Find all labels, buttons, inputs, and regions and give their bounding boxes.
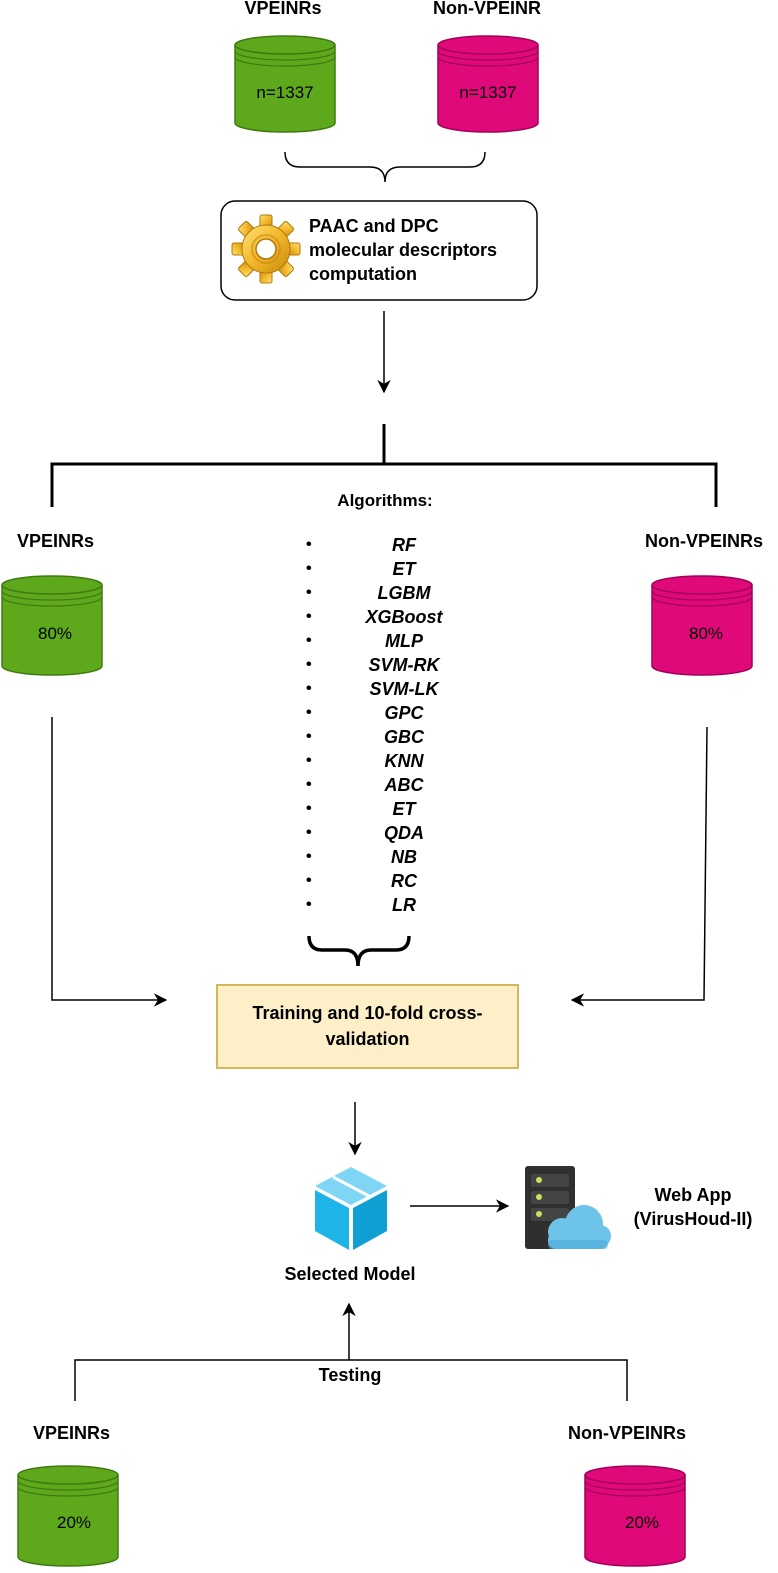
algorithm-name: RF (392, 535, 416, 555)
algorithm-name: ABC (384, 775, 424, 795)
cube-icon (315, 1167, 387, 1250)
algorithm-name: NB (391, 847, 417, 867)
algorithm-item: MLP (306, 629, 474, 653)
algorithm-name: SVM-RK (368, 655, 440, 675)
train-vpeinr-title: VPEINRs (17, 531, 95, 551)
top-vpeinr-title: VPEINRs (244, 0, 322, 18)
algorithm-item: QDA (306, 821, 474, 845)
algorithm-item: GPC (306, 701, 474, 725)
train-non-vpeinr-database-icon (651, 575, 753, 676)
testing-bracket (74, 1359, 628, 1401)
algorithm-item: SVM-RK (306, 653, 474, 677)
top-non-vpeinr-database-icon (437, 35, 539, 133)
train-non-vpeinr-title: Non-VPEINRs (645, 531, 764, 551)
test-vpeinr-title: VPEINRs (33, 1423, 111, 1443)
algorithm-name: RC (391, 871, 417, 891)
arrow-left-to-training (51, 717, 168, 1007)
algorithm-name: QDA (384, 823, 424, 843)
arrow-right-to-training (570, 726, 708, 1007)
merge-brace (284, 151, 486, 183)
algorithm-name: XGBoost (365, 607, 443, 627)
algorithm-name: SVM-LK (369, 679, 439, 699)
train-vpeinr-pct: 80% (37, 624, 73, 643)
algorithms-list: RF ET LGBM XGBoostMLP SVM-RK SVM-LK GPC GBC KNN A… (306, 533, 474, 917)
algorithm-item: GBC (306, 725, 474, 749)
test-non-vpeinr-pct: 20% (624, 1513, 660, 1532)
algorithm-item: ET (306, 557, 474, 581)
gear-icon (231, 214, 301, 284)
descriptor-box-text: PAAC and DPC molecular descriptors compu… (309, 214, 497, 286)
test-non-vpeinr-title: Non-VPEINRs (568, 1423, 687, 1443)
top-vpeinr-database-icon (234, 35, 336, 133)
train-non-vpeinr-pct: 80% (688, 624, 724, 643)
descriptor-line-3: computation (309, 264, 417, 284)
algorithm-item: XGBoost (306, 605, 474, 629)
top-vpeinr-count: n=1337 (256, 83, 314, 102)
top-non-vpeinr-title: Non-VPEINR (433, 0, 541, 18)
cv-line-2: validation (325, 1029, 410, 1049)
algorithm-item: RC (306, 869, 474, 893)
algorithm-name: KNN (384, 751, 424, 771)
algorithm-item: RF (306, 533, 474, 557)
algorithm-name: LR (392, 895, 416, 915)
descriptor-line-1: PAAC and DPC (309, 216, 439, 236)
descriptor-line-2: molecular descriptors (309, 240, 498, 260)
server-cloud-icon (525, 1166, 611, 1249)
top-non-vpeinr-count: n=1337 (459, 83, 517, 102)
algorithm-item: ET (306, 797, 474, 821)
algorithm-item: KNN (306, 749, 474, 773)
selected-model-label: Selected Model (284, 1264, 416, 1284)
train-vpeinr-database-icon (1, 575, 103, 676)
webapp-label: Web App (VirusHoud-II) (618, 1183, 768, 1231)
algorithms-brace (307, 935, 411, 967)
algorithm-item: ABC (306, 773, 474, 797)
test-vpeinr-pct: 20% (56, 1513, 92, 1532)
split-bracket (50, 424, 718, 507)
algorithm-name: ET (392, 799, 416, 819)
algorithm-name: MLP (385, 631, 423, 651)
cv-line-1: Training and 10-fold cross- (252, 1003, 483, 1023)
webapp-line-1: Web App (654, 1185, 732, 1205)
descriptor-box (220, 200, 538, 301)
cross-validation-box (216, 984, 519, 1069)
algorithm-name: LGBM (377, 583, 431, 603)
cross-validation-text: Training and 10-fold cross- validation (217, 1000, 518, 1052)
algorithm-item: NB (306, 845, 474, 869)
algorithm-name: GPC (384, 703, 424, 723)
algorithm-item: SVM-LK (306, 677, 474, 701)
testing-label: Testing (318, 1365, 382, 1385)
algorithm-name: ET (392, 559, 416, 579)
algorithm-name: GBC (384, 727, 424, 747)
test-vpeinr-database-icon (17, 1465, 119, 1567)
algorithms-title: Algorithms: (337, 491, 433, 510)
webapp-line-2: (VirusHoud-II) (633, 1209, 753, 1229)
algorithm-item: LGBM (306, 581, 474, 605)
test-non-vpeinr-database-icon (584, 1465, 686, 1567)
algorithm-item: LR (306, 893, 474, 917)
